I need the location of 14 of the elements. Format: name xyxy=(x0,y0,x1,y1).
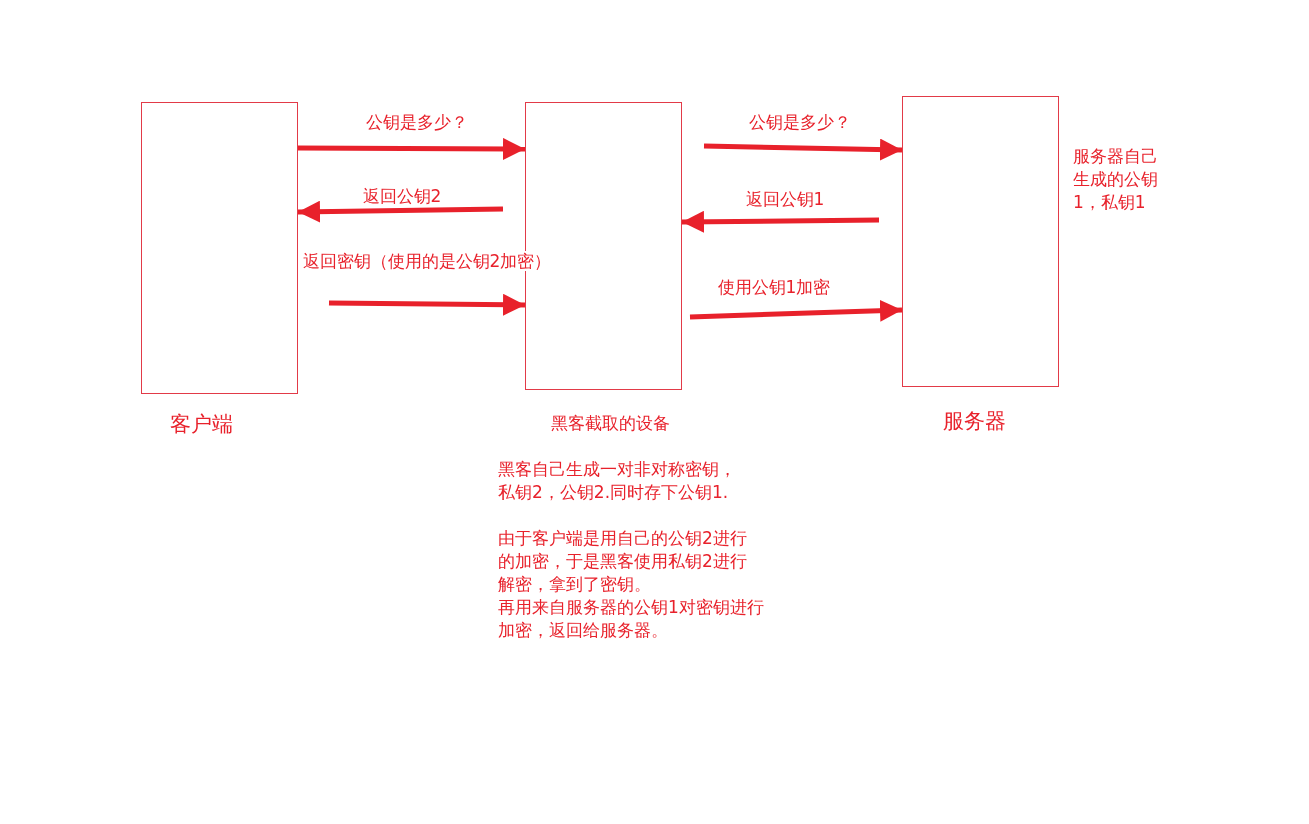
note-text: 服务器自己生成的公钥1，私钥1 xyxy=(1073,145,1159,214)
arrow xyxy=(297,200,504,223)
arrow xyxy=(298,137,525,160)
arrow xyxy=(689,299,903,322)
note-text: 黑客自己生成一对非对称密钥，私钥2，公钥2.同时存下公钥1. xyxy=(498,458,737,504)
note-text: 再用来自服务器的公钥1对密钥进行加密，返回给服务器。 xyxy=(498,596,765,642)
arrow xyxy=(681,210,880,233)
arrow xyxy=(703,138,903,161)
box-label: 黑客截取的设备 xyxy=(550,412,670,435)
note-text: 由于客户端是用自己的公钥2进行的加密，于是黑客使用私钥2进行解密，拿到了密钥。 xyxy=(498,527,748,596)
box-label: 服务器 xyxy=(942,408,1006,435)
edge-label: 使用公钥1加密 xyxy=(715,277,833,298)
box-label: 客户端 xyxy=(169,411,233,438)
arrow xyxy=(328,293,526,316)
